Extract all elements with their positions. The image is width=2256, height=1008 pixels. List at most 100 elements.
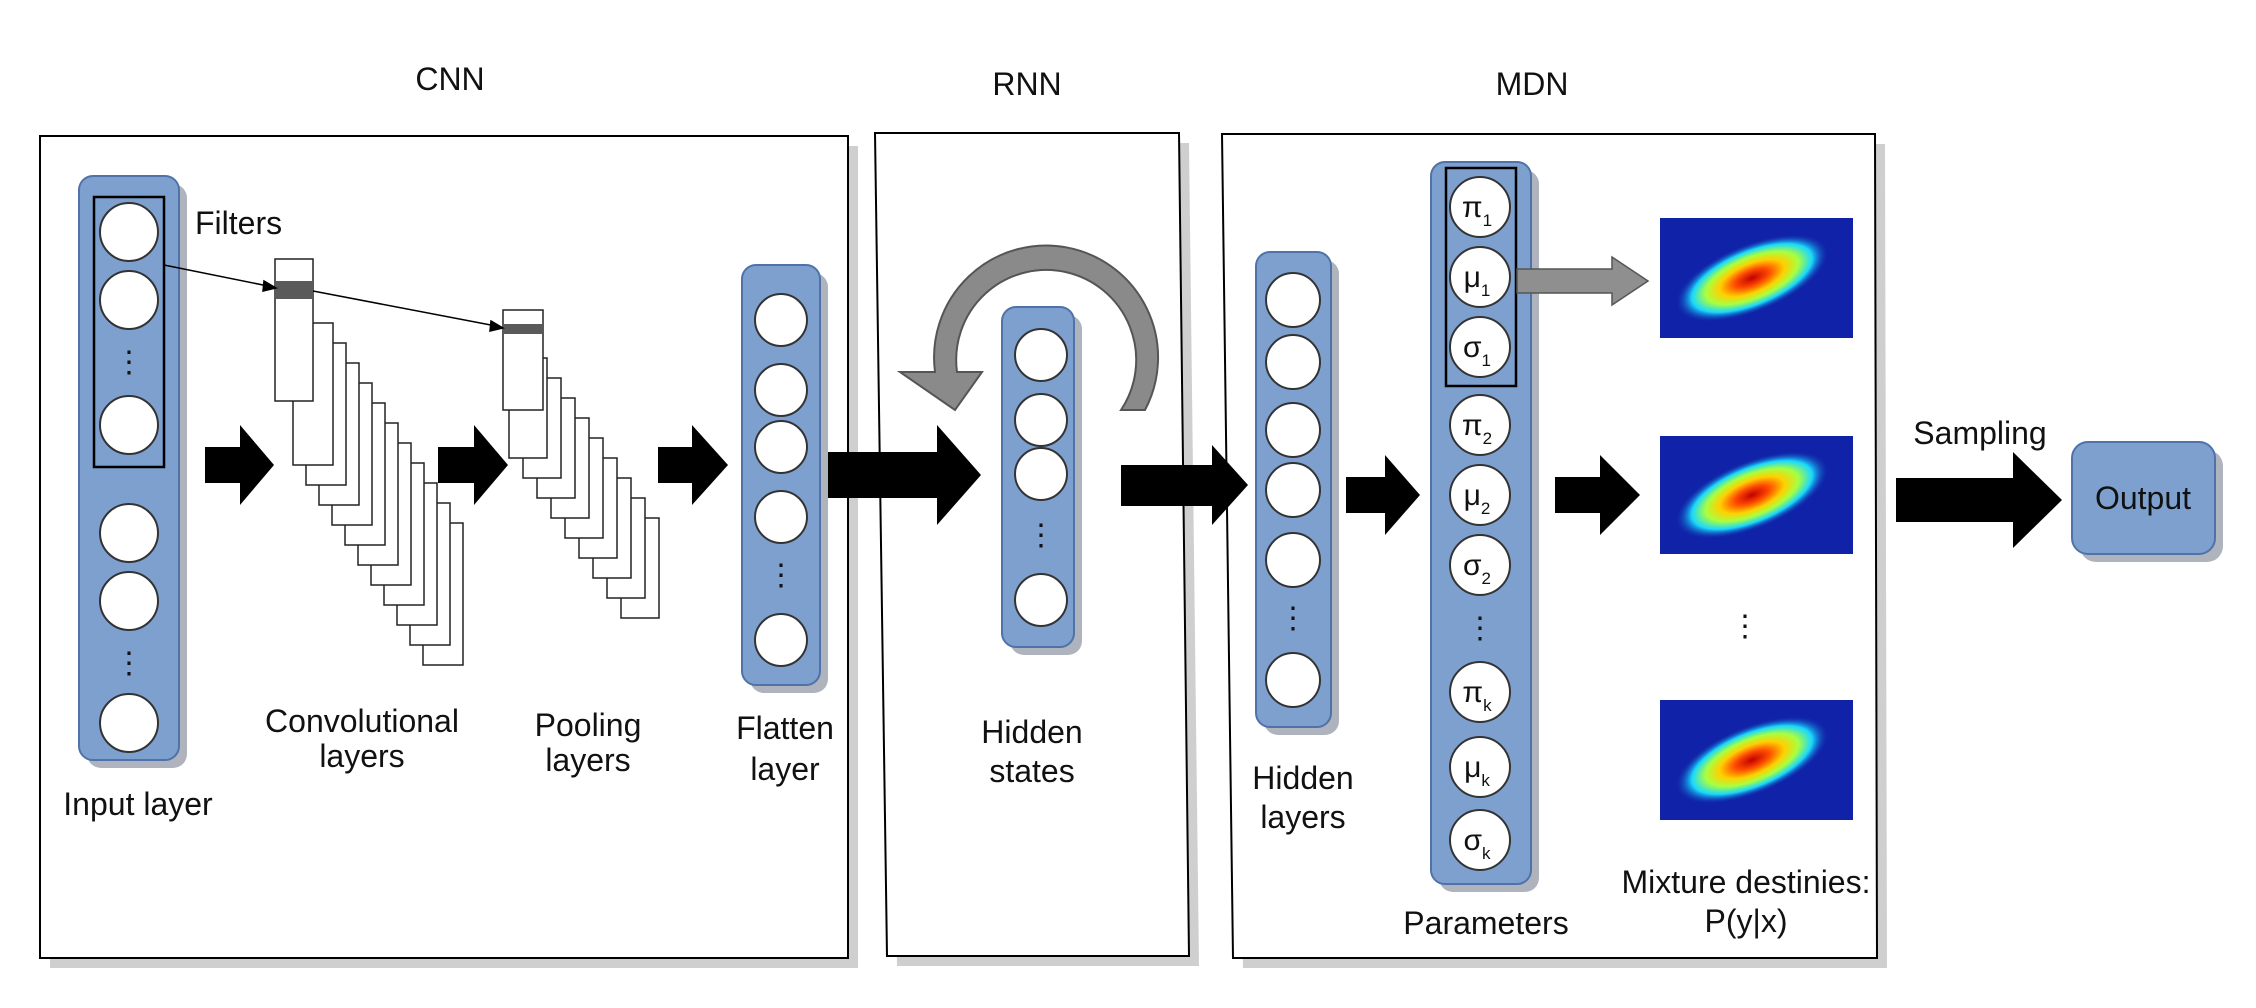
pool-label-line2: layers	[545, 742, 630, 778]
filter-window	[92, 195, 166, 469]
filter-connector-lines	[163, 264, 506, 332]
arrow-sampling-to-output	[1896, 452, 2062, 548]
parameter-symbol: μ	[1464, 261, 1481, 294]
hidden-state-neuron	[1014, 447, 1068, 501]
input-neuron	[99, 571, 159, 631]
cnn-arrows	[205, 425, 981, 525]
parameter-symbol: σ	[1463, 331, 1482, 364]
input-neuron	[99, 503, 159, 563]
output-label: Output	[2095, 480, 2191, 516]
output-node: Output	[2071, 441, 2223, 562]
hidden-state-neuron	[1014, 573, 1068, 627]
parameter-subscript: k	[1482, 844, 1491, 863]
svg-text:π2: π2	[1462, 409, 1492, 448]
svg-text:μk: μk	[1464, 751, 1490, 790]
arrow-conv-to-pool	[438, 425, 508, 505]
parameter-symbol: μ	[1464, 479, 1481, 512]
input-neuron	[99, 395, 159, 455]
pool-label-line1: Pooling	[535, 707, 642, 743]
input-ellipsis: ⋮	[114, 346, 144, 379]
parameter-symbol: π	[1462, 409, 1483, 442]
hidden-layers-label-line1: Hidden	[1252, 760, 1353, 796]
svg-text:μ2: μ2	[1464, 479, 1491, 518]
parameter-subscript: k	[1483, 696, 1492, 715]
svg-text:σ2: σ2	[1463, 549, 1491, 588]
hidden-state-neuron	[1014, 328, 1068, 382]
parameter-subscript: 2	[1482, 569, 1491, 588]
flatten-neuron	[754, 613, 808, 667]
hidden-states-label-line2: states	[989, 753, 1074, 789]
parameter-subscript: 1	[1481, 281, 1490, 300]
flatten-label-line1: Flatten	[736, 710, 834, 746]
flatten-label-line2: layer	[750, 751, 820, 787]
flatten-ellipsis: ⋮	[766, 559, 796, 592]
mdn-hidden-neuron	[1265, 334, 1321, 390]
mdn-hidden-ellipsis: ⋮	[1278, 602, 1308, 635]
flatten-neuron	[754, 420, 808, 474]
arrow-pool-to-flatten	[658, 425, 728, 505]
parameter-node: μ1	[1449, 246, 1511, 308]
mixture-label-line2: P(y|x)	[1705, 903, 1788, 939]
arrow-params-to-mixtures	[1555, 455, 1640, 535]
pool-filter-highlight	[503, 324, 543, 334]
flatten-neuron	[754, 490, 808, 544]
hidden-layers-label-line2: layers	[1260, 799, 1345, 835]
parameter-node: μ2	[1449, 464, 1511, 526]
arrow-cnn-to-rnn	[828, 425, 981, 525]
parameter-subscript: 2	[1481, 499, 1490, 518]
filters-label: Filters	[195, 205, 282, 241]
input-neuron	[99, 270, 159, 330]
convolutional-stack	[274, 258, 464, 666]
arrow-params-to-mixture-1	[1516, 255, 1650, 307]
mdn-hidden-neuron	[1265, 652, 1321, 708]
mixture-label-line1: Mixture destinies:	[1622, 864, 1871, 900]
flatten-neuron	[754, 363, 808, 417]
parameter-node: π1	[1449, 176, 1511, 238]
mdn-hidden-neuron	[1265, 402, 1321, 458]
mdn-title: MDN	[1496, 66, 1569, 102]
parameter-symbol: π	[1462, 676, 1483, 709]
mixtures-ellipsis: ⋮	[1730, 610, 1760, 643]
parameter-symbol: π	[1462, 191, 1483, 224]
conv-filter-highlight	[275, 281, 313, 299]
recurrent-arrow	[896, 244, 1160, 412]
parameter-node: π2	[1449, 394, 1511, 456]
hidden-states-label-line1: Hidden	[981, 714, 1082, 750]
rnn-title: RNN	[992, 66, 1061, 102]
mdn-hidden-neuron	[1265, 462, 1321, 518]
mixture-density-heatmap	[1660, 700, 1853, 820]
svg-text:σ1: σ1	[1463, 331, 1491, 370]
pooling-stack	[502, 309, 660, 619]
input-layer-label: Input layer	[63, 786, 213, 822]
input-ellipsis: ⋮	[114, 647, 144, 680]
flatten-neuron	[754, 293, 808, 347]
parameter-symbol: σ	[1463, 824, 1482, 857]
svg-text:μ1: μ1	[1464, 261, 1491, 300]
mixture-density-heatmap	[1660, 436, 1853, 554]
parameters-ellipsis: ⋮	[1465, 612, 1495, 645]
hidden-state-neuron	[1014, 393, 1068, 447]
parameter-subscript: k	[1481, 771, 1490, 790]
arrow-rnn-to-mdn	[1121, 445, 1248, 525]
cnn-title: CNN	[415, 61, 484, 97]
parameter-node: σ2	[1449, 534, 1511, 596]
parameters-label: Parameters	[1403, 905, 1568, 941]
svg-text:πk: πk	[1462, 676, 1492, 715]
mdn-hidden-neuron	[1265, 532, 1321, 588]
input-neuron	[99, 693, 159, 753]
mixture-density-heatmap	[1660, 218, 1853, 338]
arrow-hidden-to-params	[1346, 455, 1420, 535]
parameter-subscript: 2	[1483, 429, 1492, 448]
sampling-label: Sampling	[1913, 415, 2046, 451]
hidden-state-ellipsis: ⋮	[1026, 519, 1056, 552]
parameter-symbol: σ	[1463, 549, 1482, 582]
svg-text:σk: σk	[1463, 824, 1491, 863]
arrow-input-to-conv	[205, 425, 274, 505]
parameter-node: σ1	[1449, 316, 1511, 378]
parameter-group-highlight	[1444, 166, 1518, 388]
conv-label-line1: Convolutional	[265, 703, 459, 739]
parameter-subscript: 1	[1483, 211, 1492, 230]
parameter-subscript: 1	[1482, 351, 1491, 370]
mdn-hidden-neuron	[1265, 272, 1321, 328]
